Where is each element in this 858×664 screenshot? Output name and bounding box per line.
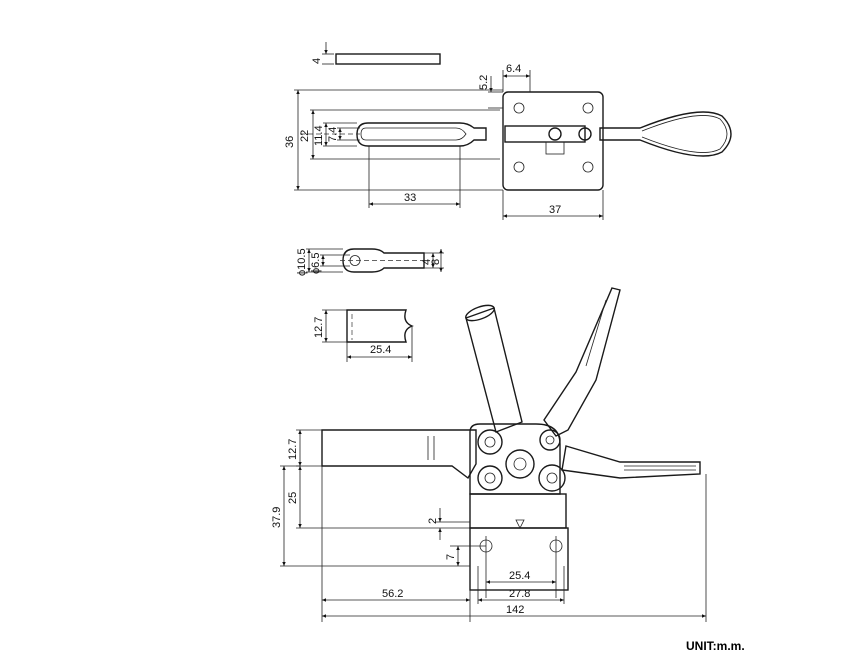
dim-tip-thickness: 4	[421, 259, 433, 265]
dim-overall-height: 36	[284, 136, 296, 148]
upper-arm	[465, 307, 523, 433]
dim-overall-length: 142	[506, 604, 524, 616]
dim-side-height: 37.9	[271, 507, 283, 528]
base-plate-side	[469, 493, 567, 529]
slotted-arm	[300, 122, 487, 147]
dim-reach: 56.2	[382, 588, 403, 600]
dim-hole-spacing: 25.4	[509, 570, 530, 582]
top-view: 4 36 22	[284, 42, 732, 220]
dim-base-width: 37	[549, 204, 561, 216]
grip	[561, 445, 701, 479]
plate-profile	[335, 53, 441, 65]
dim-hole-dia: 6.4	[506, 63, 521, 75]
handle-top	[599, 111, 732, 157]
dim-slot-width: 11.4	[313, 125, 325, 146]
dim-slot-outer: 22	[299, 130, 311, 142]
block-detail: 12.7 25.4	[313, 309, 414, 362]
unit-label: UNIT:m.m.	[686, 639, 745, 653]
dim-side-arm: 25	[287, 492, 299, 504]
tip-detail: ϕ10.5 ϕ6.5 4 8	[296, 248, 444, 276]
dim-tip-width: 8	[430, 259, 442, 265]
dim-slot-length: 33	[404, 192, 416, 204]
dim-tip-outer: ϕ10.5	[296, 248, 308, 276]
side-view: 12.7 25 37.9 2 7 25.4 27.8 56.2 142	[271, 287, 707, 622]
dim-tip-inner: ϕ6.5	[310, 253, 322, 274]
dim-slot-inner: 7.4	[327, 127, 339, 142]
dim-side-top: 12.7	[287, 439, 299, 460]
dim-block-length: 25.4	[370, 344, 391, 356]
dim-hole-offset: 5.2	[478, 75, 490, 90]
dim-block-height: 12.7	[313, 317, 325, 338]
lever	[543, 287, 621, 437]
dim-side-gap: 2	[427, 518, 439, 524]
base-plate-top	[502, 91, 604, 191]
dim-plate-thickness: 4	[311, 58, 323, 64]
dim-side-hole: 7	[445, 554, 457, 560]
dim-hole-span: 27.8	[509, 588, 530, 600]
